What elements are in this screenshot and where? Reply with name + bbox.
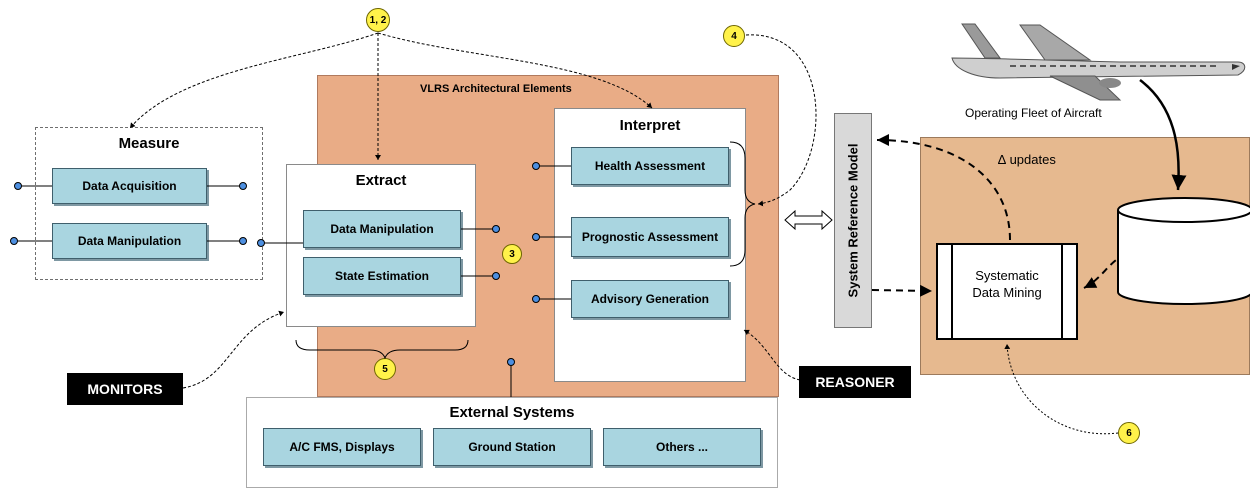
interpret-health-assessment[interactable]: Health Assessment — [571, 147, 729, 185]
monitors-arrow — [182, 310, 285, 389]
system-reference-model-label: System Reference Model — [845, 143, 861, 298]
systematic-data-mining[interactable]: Systematic Data Mining — [936, 243, 1078, 340]
external-ac-fms[interactable]: A/C FMS, Displays — [263, 428, 421, 466]
external-ground-station[interactable]: Ground Station — [433, 428, 591, 466]
interpret-advisory-generation[interactable]: Advisory Generation — [571, 280, 729, 318]
measure-data-acquisition[interactable]: Data Acquisition — [52, 168, 207, 204]
extract-title: Extract — [355, 172, 407, 189]
fleet-caption: Operating Fleet of Aircraft — [965, 106, 1102, 120]
badge-1-2: 1, 2 — [366, 8, 390, 32]
data-mining-line1: Systematic — [975, 268, 1039, 283]
airplane-icon — [951, 23, 1246, 101]
external-others[interactable]: Others ... — [603, 428, 761, 466]
badge-5: 5 — [374, 358, 396, 380]
reasoner-label: REASONER — [799, 366, 911, 398]
measure-title: Measure — [118, 135, 180, 152]
interpret-title: Interpret — [619, 117, 681, 134]
system-reference-model[interactable]: System Reference Model — [834, 113, 872, 328]
delta-updates-label: ∆ updates — [998, 152, 1056, 167]
fdams-line1: FDAMS, — [1160, 233, 1210, 248]
extract-data-manipulation[interactable]: Data Manipulation — [303, 210, 461, 248]
fdams-line2: DFADU data — [1148, 250, 1222, 265]
interpret-prognostic-assessment[interactable]: Prognostic Assessment — [571, 217, 729, 257]
extract-state-estimation[interactable]: State Estimation — [303, 257, 461, 295]
vlrs-title: VLRS Architectural Elements — [420, 83, 572, 95]
badge-3: 3 — [502, 244, 522, 264]
measure-data-manipulation[interactable]: Data Manipulation — [52, 223, 207, 259]
monitors-label: MONITORS — [67, 373, 183, 405]
badge-4: 4 — [723, 25, 745, 47]
badge-6: 6 — [1118, 422, 1140, 444]
bidirectional-arrow — [784, 209, 833, 231]
data-mining-line2: Data Mining — [972, 285, 1042, 300]
external-systems-title: External Systems — [449, 404, 575, 421]
